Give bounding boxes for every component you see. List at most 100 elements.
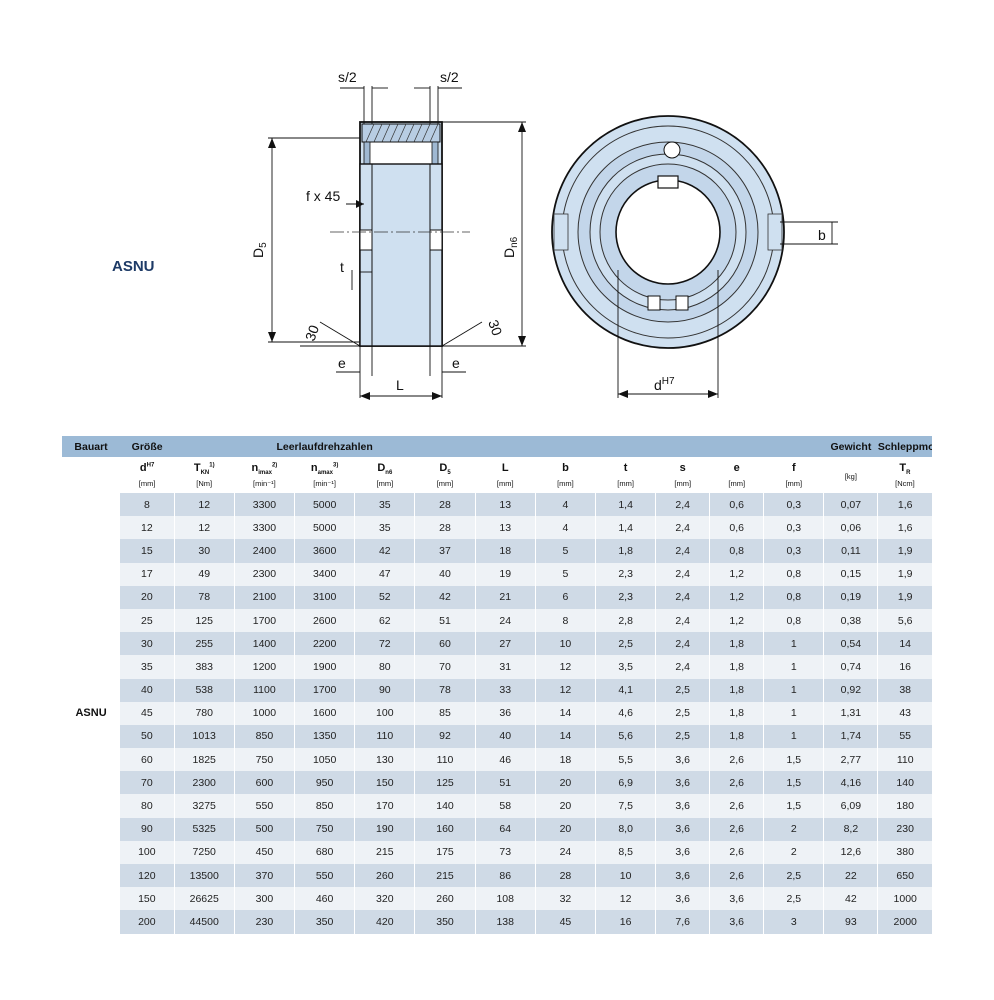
table-cell: 0,92 (823, 678, 878, 702)
table-cell: 1700 (233, 608, 295, 633)
table-cell: 5,6 (595, 724, 656, 749)
table-cell: 8 (534, 608, 596, 633)
table-cell: 2,4 (655, 655, 710, 679)
table-cell: 5000 (294, 516, 355, 540)
column-header: t[mm] (595, 457, 656, 493)
table-cell: 1050 (294, 748, 355, 772)
table-cell: 44500 (173, 910, 235, 934)
table-cell: 92 (414, 724, 476, 749)
table-cell: 1,2 (709, 608, 764, 633)
table-cell: 2100 (233, 585, 295, 609)
table-cell: 26625 (173, 887, 235, 911)
table-cell: 460 (294, 887, 355, 911)
table-cell: 51 (474, 771, 536, 795)
table-cell: 0,15 (823, 562, 878, 586)
column-header: f[mm] (763, 457, 824, 493)
table-cell: 1,8 (709, 724, 764, 749)
header-groesse: Größe (120, 436, 175, 457)
table-cell: 1,8 (709, 678, 764, 702)
table-cell: 550 (294, 864, 355, 888)
table-cell: 62 (354, 608, 415, 633)
table-cell: 14 (534, 701, 596, 725)
table-cell: 2 (763, 840, 824, 864)
table-cell: 1,2 (709, 585, 764, 609)
bauart-cell: ASNU (62, 493, 121, 934)
table-cell: 2,6 (709, 864, 764, 888)
table-cell: 37 (414, 539, 476, 563)
table-cell: 680 (294, 840, 355, 864)
table-cell: 43 (877, 701, 932, 725)
table-cell: 21 (474, 585, 536, 609)
label-e-left: e (338, 355, 346, 371)
table-group-header: Bauart Größe Leerlaufdrehzahlen Gewicht … (62, 436, 932, 457)
table-cell: 3,5 (595, 655, 656, 679)
column-header: dH7[mm] (120, 457, 175, 493)
label-e-right: e (452, 355, 460, 371)
table-cell: 40 (120, 678, 175, 702)
table-cell: 1,31 (823, 701, 878, 725)
table-cell: 2600 (294, 608, 355, 633)
table-cell: 538 (173, 678, 235, 702)
side-view (268, 86, 526, 400)
table-cell: 12 (595, 887, 656, 911)
table-cell: 2,4 (655, 539, 710, 563)
table-cell: 90 (120, 817, 175, 841)
label-angle-left: 30 (302, 323, 322, 343)
table-cell: 72 (354, 632, 415, 656)
table-cell: 5 (534, 562, 596, 586)
table-cell: 1600 (294, 701, 355, 725)
table-cell: 750 (294, 817, 355, 841)
table-cell: 2,6 (709, 771, 764, 795)
label-chamfer: f x 45 (306, 188, 340, 204)
table-cell: 1400 (233, 632, 295, 656)
label-dh7: dH7 (654, 376, 675, 393)
table-cell: 2,4 (655, 632, 710, 656)
table-cell: 73 (474, 840, 536, 864)
table-cell: 140 (414, 794, 476, 818)
table-cell: 750 (233, 748, 295, 772)
table-cell: 1000 (233, 701, 295, 725)
table-cell: 20 (120, 585, 175, 609)
table-cell: 1 (763, 632, 824, 656)
technical-drawing: s/2 s/2 f x 45 t D5 Dn6 30 30 e e L b dH… (250, 69, 838, 400)
table-cell: 383 (173, 655, 235, 679)
table-cell: 850 (233, 724, 295, 749)
table-cell: 16 (595, 910, 656, 934)
table-cell: 350 (414, 910, 476, 934)
table-cell: 190 (354, 817, 415, 841)
table-cell: 1100 (233, 678, 295, 702)
table-cell: 28 (414, 516, 476, 540)
table-cell: 36 (474, 701, 536, 725)
table-cell: 3275 (173, 794, 235, 818)
table-cell: 3,6 (655, 817, 710, 841)
column-header: e[mm] (709, 457, 764, 493)
table-cell: 60 (414, 632, 476, 656)
table-cell: 8,0 (595, 817, 656, 841)
table-cell: 1200 (233, 655, 295, 679)
table-cell: 85 (414, 701, 476, 725)
table-cell: 1,8 (595, 539, 656, 563)
table-cell: 1,5 (763, 794, 824, 818)
table-cell: 138 (474, 910, 536, 934)
column-header: namax3)[min⁻¹] (294, 457, 355, 493)
table-cell: 2,4 (655, 516, 710, 540)
table-cell: 215 (354, 840, 415, 864)
table-cell: 3,6 (655, 748, 710, 772)
table-cell: 2,3 (595, 585, 656, 609)
table-cell: 0,3 (763, 539, 824, 563)
table-cell: 12 (534, 678, 596, 702)
label-s-half-left: s/2 (338, 69, 357, 85)
table-cell: 47 (354, 562, 415, 586)
table-cell: 14 (877, 632, 932, 656)
table-cell: 16 (877, 655, 932, 679)
column-header: D5[mm] (414, 457, 476, 493)
table-cell: 12 (173, 493, 235, 517)
